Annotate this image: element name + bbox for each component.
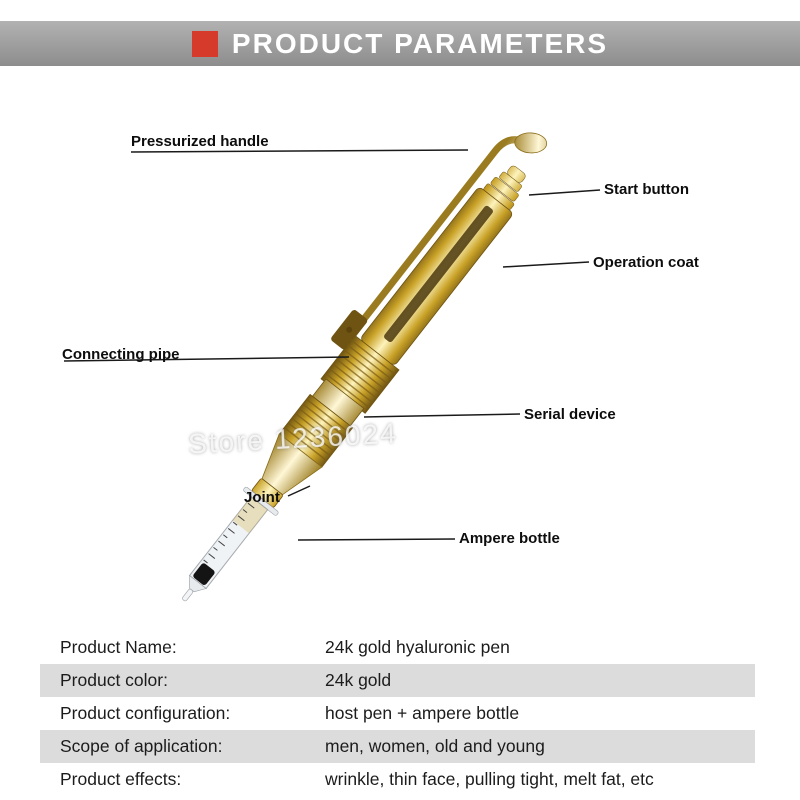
callout-line-start-button bbox=[528, 189, 601, 196]
pen-lever bbox=[351, 132, 548, 334]
spec-value: wrinkle, thin face, pulling tight, melt … bbox=[325, 769, 654, 789]
header-banner: PRODUCT PARAMETERS bbox=[0, 21, 800, 66]
spec-row-product-effects: Product effects: wrinkle, thin face, pul… bbox=[40, 763, 755, 796]
spec-table: Product Name: 24k gold hyaluronic pen Pr… bbox=[40, 631, 755, 796]
callout-line-joint bbox=[287, 485, 311, 497]
callout-pressurized-handle: Pressurized handle bbox=[131, 133, 269, 150]
callout-ampere-bottle: Ampere bottle bbox=[459, 530, 560, 547]
spec-row-scope-of-application: Scope of application: men, women, old an… bbox=[40, 730, 755, 763]
callout-connecting-pipe: Connecting pipe bbox=[62, 346, 180, 363]
callout-line-operation-coat bbox=[502, 261, 590, 268]
spec-value: 24k gold bbox=[325, 670, 392, 690]
red-accent-square bbox=[191, 30, 218, 57]
pen-serial-device bbox=[278, 334, 400, 468]
pen-connecting-pipe bbox=[331, 310, 368, 350]
pen-joint bbox=[251, 433, 323, 508]
spec-row-product-name: Product Name: 24k gold hyaluronic pen bbox=[40, 631, 755, 664]
pen-start-button bbox=[483, 165, 526, 210]
spec-value: men, women, old and young bbox=[325, 736, 545, 756]
spec-label: Scope of application: bbox=[60, 736, 223, 756]
callout-line-ampere-bottle bbox=[297, 538, 456, 541]
callout-joint: Joint bbox=[244, 489, 280, 506]
spec-label: Product color: bbox=[60, 670, 168, 690]
callout-lines bbox=[63, 149, 601, 541]
pen-body bbox=[361, 187, 513, 365]
page-title: PRODUCT PARAMETERS bbox=[231, 27, 609, 59]
callout-start-button: Start button bbox=[604, 181, 689, 198]
spec-label: Product configuration: bbox=[60, 703, 231, 723]
spec-label: Product effects: bbox=[60, 769, 182, 789]
callout-serial-device: Serial device bbox=[524, 406, 616, 423]
pen-illustration bbox=[182, 132, 548, 602]
callout-line-serial-device bbox=[363, 413, 521, 418]
pen-ampere-bottle bbox=[182, 486, 279, 602]
callout-operation-coat: Operation coat bbox=[593, 254, 699, 271]
spec-label: Product Name: bbox=[60, 637, 177, 657]
spec-value: 24k gold hyaluronic pen bbox=[325, 637, 510, 657]
spec-row-product-color: Product color: 24k gold bbox=[40, 664, 755, 697]
spec-row-product-configuration: Product configuration: host pen + ampere… bbox=[40, 697, 755, 730]
callout-line-pressurized-handle bbox=[130, 149, 469, 153]
spec-value: host pen + ampere bottle bbox=[325, 703, 520, 723]
callout-line-connecting-pipe bbox=[63, 356, 350, 362]
